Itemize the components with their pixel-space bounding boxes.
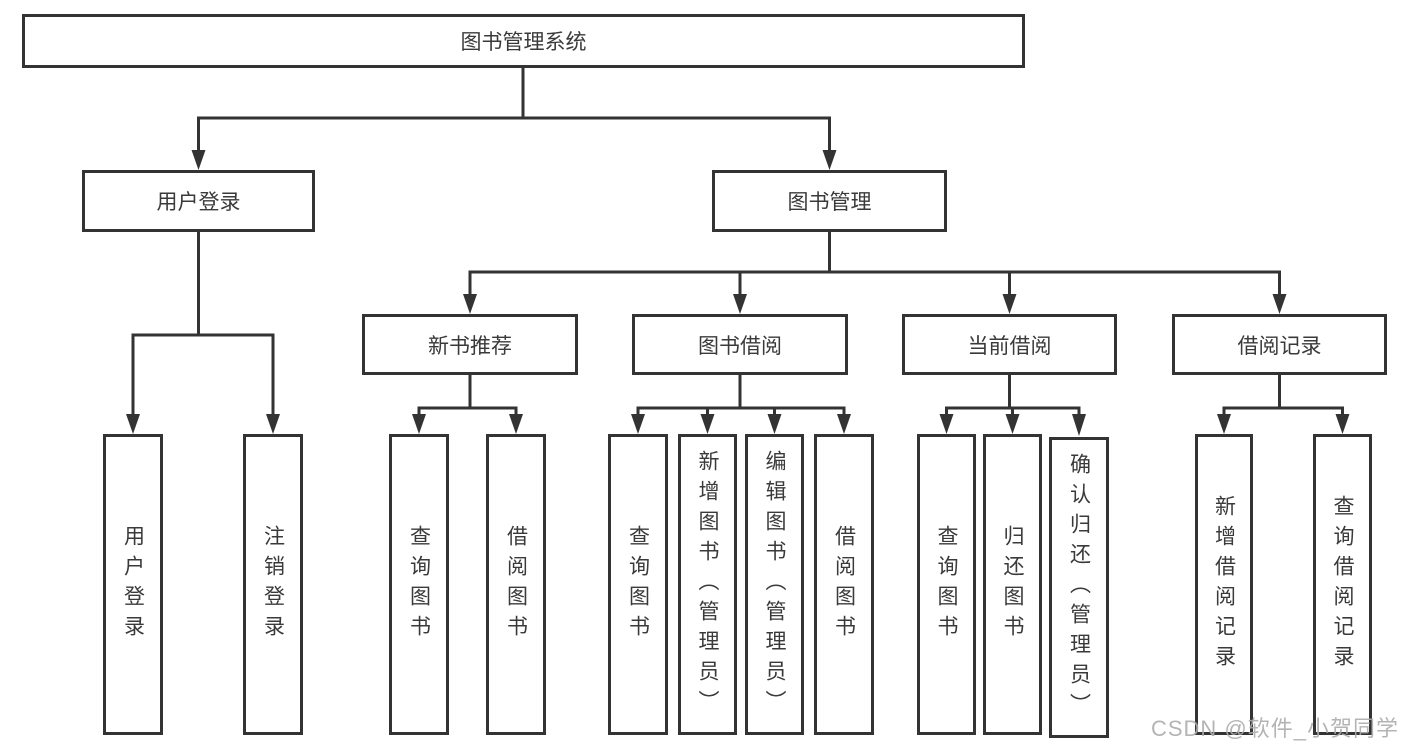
leaf-label: 借阅图书 bbox=[832, 524, 856, 645]
node-current-borrowing: 当前借阅 bbox=[902, 314, 1117, 375]
node-label: 图书借阅 bbox=[698, 334, 782, 358]
leaf-label: 用户登录 bbox=[121, 524, 145, 645]
leaf-label: 新增图书（管理员） bbox=[696, 449, 719, 720]
leaf-label: 查询图书 bbox=[626, 524, 650, 645]
leaf-confirm-return-admin: 确认归还（管理员） bbox=[1049, 437, 1109, 738]
leaf-label: 归还图书 bbox=[1001, 524, 1024, 645]
node-label: 图书管理系统 bbox=[460, 31, 587, 54]
node-label: 借阅记录 bbox=[1237, 334, 1322, 358]
leaf-label: 确认归还（管理员） bbox=[1067, 452, 1091, 723]
leaf-label: 编辑图书（管理员） bbox=[763, 449, 786, 720]
csdn-watermark: CSDN @软件_小贺同学 bbox=[1150, 716, 1399, 741]
leaf-label: 查询借阅记录 bbox=[1331, 494, 1354, 675]
leaf-query-books-recommend: 查询图书 bbox=[389, 434, 449, 735]
node-label: 用户登录 bbox=[156, 191, 241, 214]
arrow-heads bbox=[126, 150, 1350, 436]
leaf-label: 新增借阅记录 bbox=[1212, 494, 1236, 675]
leaf-label: 查询图书 bbox=[935, 524, 958, 645]
node-label: 当前借阅 bbox=[967, 334, 1052, 358]
leaf-return-books: 归还图书 bbox=[983, 434, 1042, 735]
node-new-book-recommend: 新书推荐 bbox=[362, 314, 578, 375]
leaf-borrow-books-recommend: 借阅图书 bbox=[486, 434, 546, 735]
node-book-management: 图书管理 bbox=[712, 170, 947, 232]
node-book-borrowing: 图书借阅 bbox=[632, 314, 848, 375]
leaf-edit-books-admin: 编辑图书（管理员） bbox=[745, 434, 804, 735]
leaf-borrow-books-borrowing: 借阅图书 bbox=[814, 434, 874, 735]
leaf-query-books-borrowing: 查询图书 bbox=[608, 434, 668, 735]
node-user-login: 用户登录 bbox=[82, 170, 315, 232]
leaf-label: 注销登录 bbox=[261, 524, 285, 645]
leaf-logout-login: 注销登录 bbox=[243, 434, 303, 735]
leaf-user-login: 用户登录 bbox=[103, 434, 163, 735]
leaf-add-books-admin: 新增图书（管理员） bbox=[678, 434, 737, 735]
node-borrowing-records: 借阅记录 bbox=[1172, 314, 1387, 375]
leaf-query-borrow-record: 查询借阅记录 bbox=[1313, 434, 1372, 735]
leaf-label: 查询图书 bbox=[407, 524, 431, 645]
leaf-label: 借阅图书 bbox=[504, 524, 528, 645]
node-label: 图书管理 bbox=[787, 191, 872, 214]
leaf-add-borrow-record: 新增借阅记录 bbox=[1195, 434, 1253, 735]
node-root-library-system: 图书管理系统 bbox=[22, 14, 1025, 68]
leaf-query-books-current: 查询图书 bbox=[917, 434, 976, 735]
node-label: 新书推荐 bbox=[428, 334, 512, 358]
